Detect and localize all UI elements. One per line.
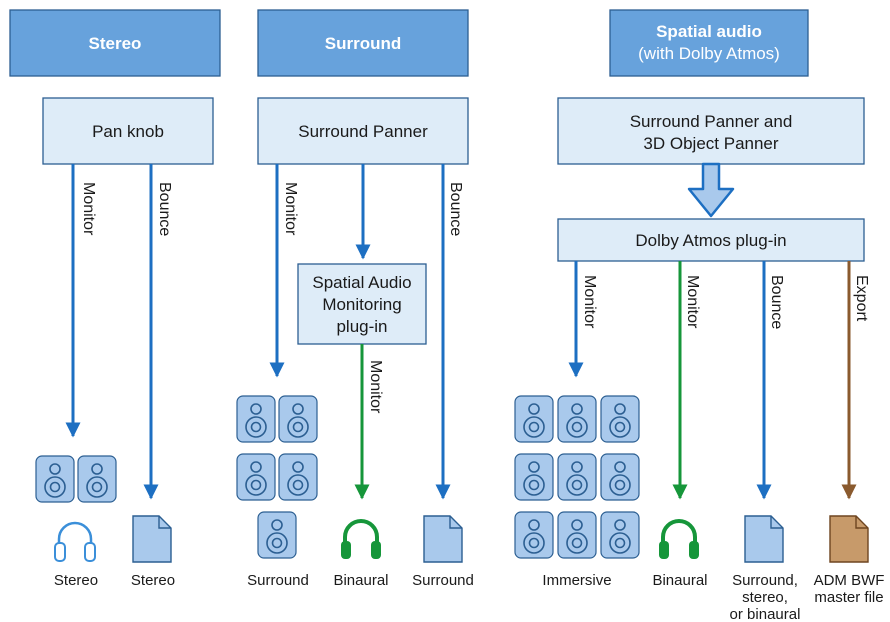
immersive-speakers bbox=[514, 395, 640, 559]
header-spatial-audio: Spatial audio (with Dolby Atmos) bbox=[609, 9, 809, 77]
surround-output-label: Surround bbox=[247, 572, 309, 589]
document-icon bbox=[132, 515, 172, 563]
stereo-monitor-label: Monitor bbox=[80, 182, 97, 236]
spatial-file-line-3: or binaural bbox=[730, 606, 801, 622]
speaker-icon bbox=[278, 395, 318, 443]
stereo-file-label: Stereo bbox=[131, 572, 175, 589]
speaker-icon bbox=[514, 453, 554, 501]
header-spatial-title: Spatial audio bbox=[656, 22, 762, 41]
speaker-icon bbox=[600, 453, 640, 501]
speaker-icon bbox=[278, 453, 318, 501]
header-spatial-subtitle: (with Dolby Atmos) bbox=[638, 44, 780, 63]
document-icon bbox=[423, 515, 463, 563]
surround-bounce-label: Bounce bbox=[447, 182, 464, 236]
surround-panner-label: Surround Panner bbox=[298, 122, 428, 141]
box-surround-panner: Surround Panner bbox=[257, 97, 469, 165]
header-surround-label: Surround bbox=[325, 34, 402, 53]
surround-binaural-monitor-label: Monitor bbox=[367, 360, 384, 414]
document-icon bbox=[829, 515, 869, 563]
spatial-panners-line-1: Surround Panner and bbox=[630, 112, 793, 131]
spatial-export-label: Export bbox=[853, 275, 870, 322]
spatial-binaural-monitor-label: Monitor bbox=[684, 275, 701, 329]
immersive-label: Immersive bbox=[542, 572, 611, 589]
surround-speakers bbox=[236, 395, 318, 559]
speaker-icon bbox=[557, 511, 597, 559]
stereo-speakers bbox=[35, 455, 117, 503]
speaker-icon bbox=[514, 511, 554, 559]
header-surround: Surround bbox=[257, 9, 469, 77]
header-stereo: Stereo bbox=[9, 9, 221, 77]
spatial-file-line-2: stereo, bbox=[742, 589, 788, 606]
speaker-icon bbox=[257, 511, 297, 559]
dolby-atmos-label: Dolby Atmos plug-in bbox=[635, 231, 786, 250]
speaker-icon bbox=[600, 395, 640, 443]
speaker-icon bbox=[77, 455, 117, 503]
spatial-monitor-label: Monitor bbox=[581, 275, 598, 329]
header-stereo-label: Stereo bbox=[89, 34, 142, 53]
speaker-icon bbox=[557, 395, 597, 443]
speaker-icon bbox=[35, 455, 75, 503]
spatial-panners-line-2: 3D Object Panner bbox=[643, 134, 778, 153]
spatial-file-line-1: Surround, bbox=[732, 572, 798, 589]
box-dolby-atmos-plugin: Dolby Atmos plug-in bbox=[557, 218, 865, 262]
speaker-icon bbox=[236, 453, 276, 501]
stereo-bounce-label: Bounce bbox=[156, 182, 173, 236]
speaker-icon bbox=[600, 511, 640, 559]
surround-file-label: Surround bbox=[412, 572, 474, 589]
spatial-binaural-label: Binaural bbox=[652, 572, 707, 589]
block-arrow-to-dolby-atmos bbox=[687, 162, 735, 218]
surround-monitor-label: Monitor bbox=[282, 182, 299, 236]
speaker-icon bbox=[514, 395, 554, 443]
adm-file-line-1: ADM BWF bbox=[814, 572, 885, 589]
spatial-monitoring-line-3: plug-in bbox=[336, 317, 387, 336]
spatial-monitoring-line-1: Spatial Audio bbox=[312, 273, 411, 292]
box-surround-and-3d-object-panner: Surround Panner and 3D Object Panner bbox=[557, 97, 865, 165]
pan-knob-label: Pan knob bbox=[92, 122, 164, 141]
surround-binaural-label: Binaural bbox=[333, 572, 388, 589]
speaker-icon bbox=[236, 395, 276, 443]
spatial-bounce-label: Bounce bbox=[768, 275, 785, 329]
box-pan-knob: Pan knob bbox=[42, 97, 214, 165]
spatial-monitoring-line-2: Monitoring bbox=[322, 295, 401, 314]
stereo-output-label: Stereo bbox=[54, 572, 98, 589]
document-icon bbox=[744, 515, 784, 563]
headphones-icon bbox=[339, 519, 383, 561]
box-spatial-audio-monitoring: Spatial Audio Monitoring plug-in bbox=[297, 263, 427, 345]
adm-file-line-2: master file bbox=[814, 589, 883, 606]
headphones-icon bbox=[53, 521, 97, 563]
speaker-icon bbox=[557, 453, 597, 501]
headphones-icon bbox=[657, 519, 701, 561]
